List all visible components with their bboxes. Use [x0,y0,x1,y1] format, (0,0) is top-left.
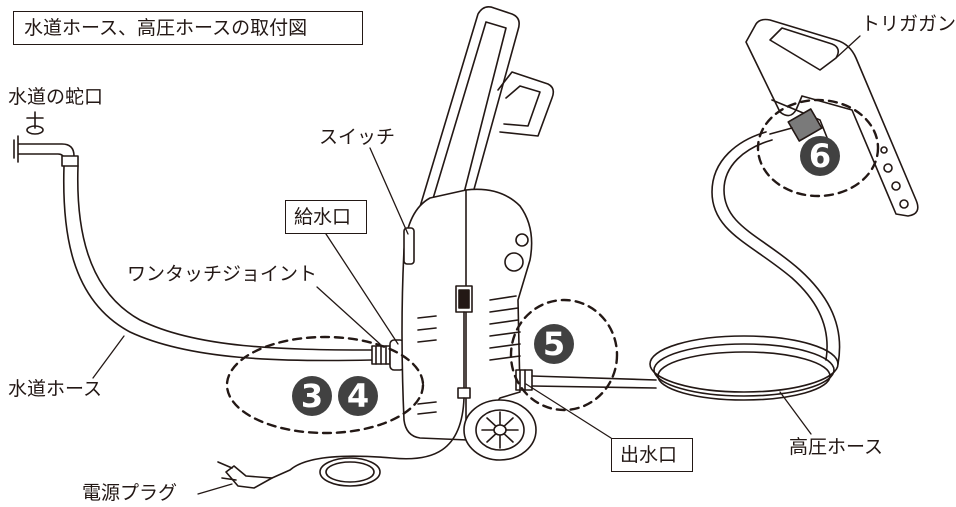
water-hose-drawing [62,165,373,362]
step-6-badge: 6 [800,136,840,176]
high-pressure-hose-drawing [531,131,841,401]
high-pressure-hose-label: 高圧ホース [789,436,884,458]
diagram-title: 水道ホース、高圧ホースの取付図 [13,11,363,45]
inlet-label: 給水口 [285,200,367,234]
step-4-badge: 4 [338,376,378,416]
leader-lines [92,35,861,495]
step-5-badge: 5 [534,324,574,364]
step-3-badge: 3 [292,376,332,416]
outlet-label: 出水口 [611,438,693,472]
plug-label: 電源プラグ [82,482,178,504]
faucet-drawing [13,111,79,167]
water-hose-label: 水道ホース [8,378,103,400]
faucet-label: 水道の蛇口 [8,86,104,108]
callout-circles [225,98,880,435]
switch-label: スイッチ [319,126,396,148]
washer-drawing [401,6,555,461]
one-touch-joint-label: ワンタッチジョイント [127,263,318,285]
trigger-gun-label: トリガガン [861,13,956,35]
power-cord-drawing [217,397,465,489]
